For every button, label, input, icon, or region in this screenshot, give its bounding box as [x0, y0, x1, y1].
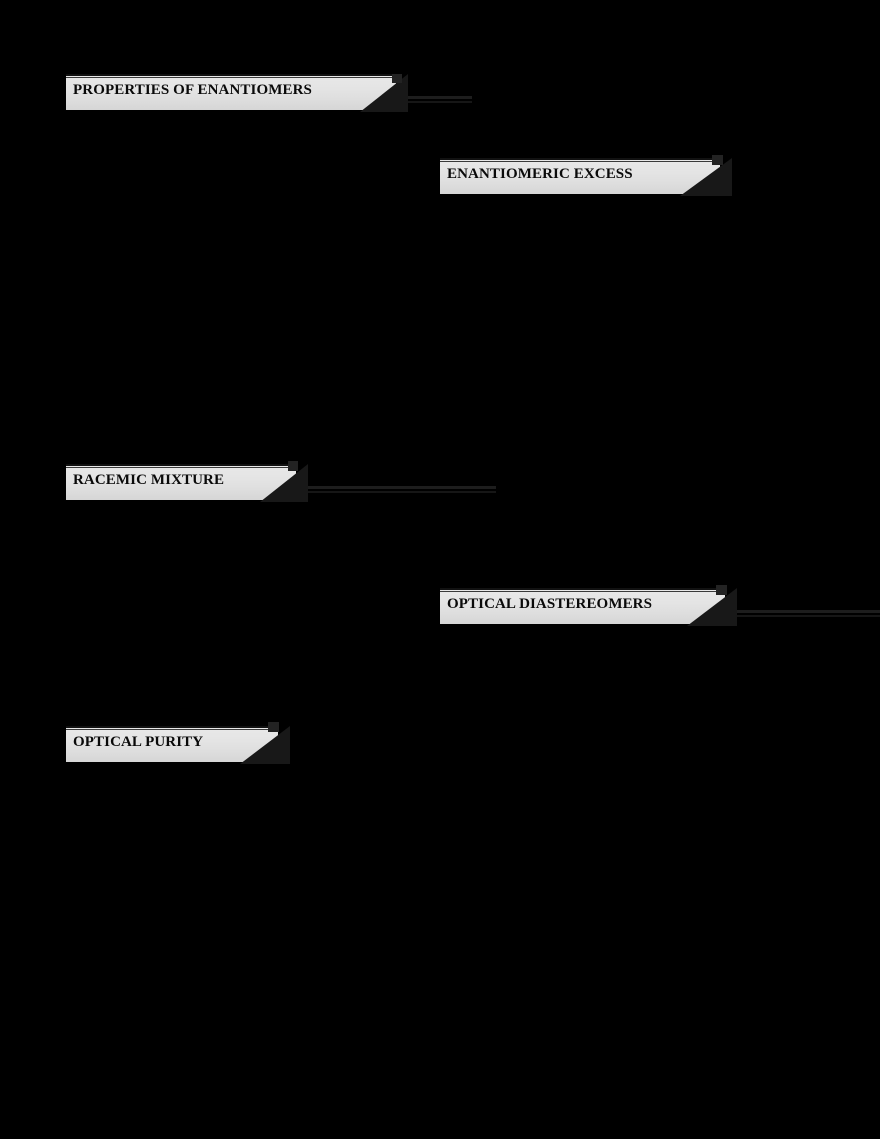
section-rule-optical-diastereomers: [725, 610, 880, 613]
section-banner-optical-purity: [66, 726, 278, 762]
section-enantiomeric-excess: ENANTIOMERIC EXCESS: [440, 155, 760, 210]
section-title-racemic-mixture: RACEMIC MIXTURE: [73, 472, 225, 488]
section-banner-racemic-mixture: [66, 464, 296, 500]
section-banner-enantiomeric-excess: [440, 158, 720, 194]
section-title-optical-purity: OPTICAL PURITY: [73, 734, 204, 750]
section-title-properties-of-enantiomers: PROPERTIES OF ENANTIOMERS: [73, 82, 312, 98]
section-tab-racemic-mixture: [288, 461, 298, 471]
section-tab-optical-diastereomers: [716, 585, 727, 595]
section-title-optical-diastereomers: OPTICAL DIASTEREOMERS: [447, 596, 653, 612]
section-tab-properties-of-enantiomers: [392, 74, 402, 83]
section-tab-optical-purity: [268, 722, 279, 732]
section-title-enantiomeric-excess: ENANTIOMERIC EXCESS: [447, 166, 633, 182]
section-tab-enantiomeric-excess: [712, 155, 723, 165]
section-optical-diastereomers: OPTICAL DIASTEREOMERS: [440, 585, 880, 640]
section-banner-properties-of-enantiomers: [66, 74, 396, 110]
section-rule-properties-of-enantiomers: [396, 96, 472, 99]
section-rule-shadow-properties-of-enantiomers: [396, 101, 472, 103]
section-racemic-mixture: RACEMIC MIXTURE: [66, 461, 536, 516]
section-banner-optical-diastereomers: [440, 588, 725, 624]
section-rule-shadow-optical-diastereomers: [725, 615, 880, 617]
section-optical-purity: OPTICAL PURITY: [66, 722, 318, 778]
section-rule-shadow-racemic-mixture: [296, 491, 496, 493]
section-rule-racemic-mixture: [296, 486, 496, 489]
section-properties-of-enantiomers: PROPERTIES OF ENANTIOMERS: [66, 74, 512, 126]
